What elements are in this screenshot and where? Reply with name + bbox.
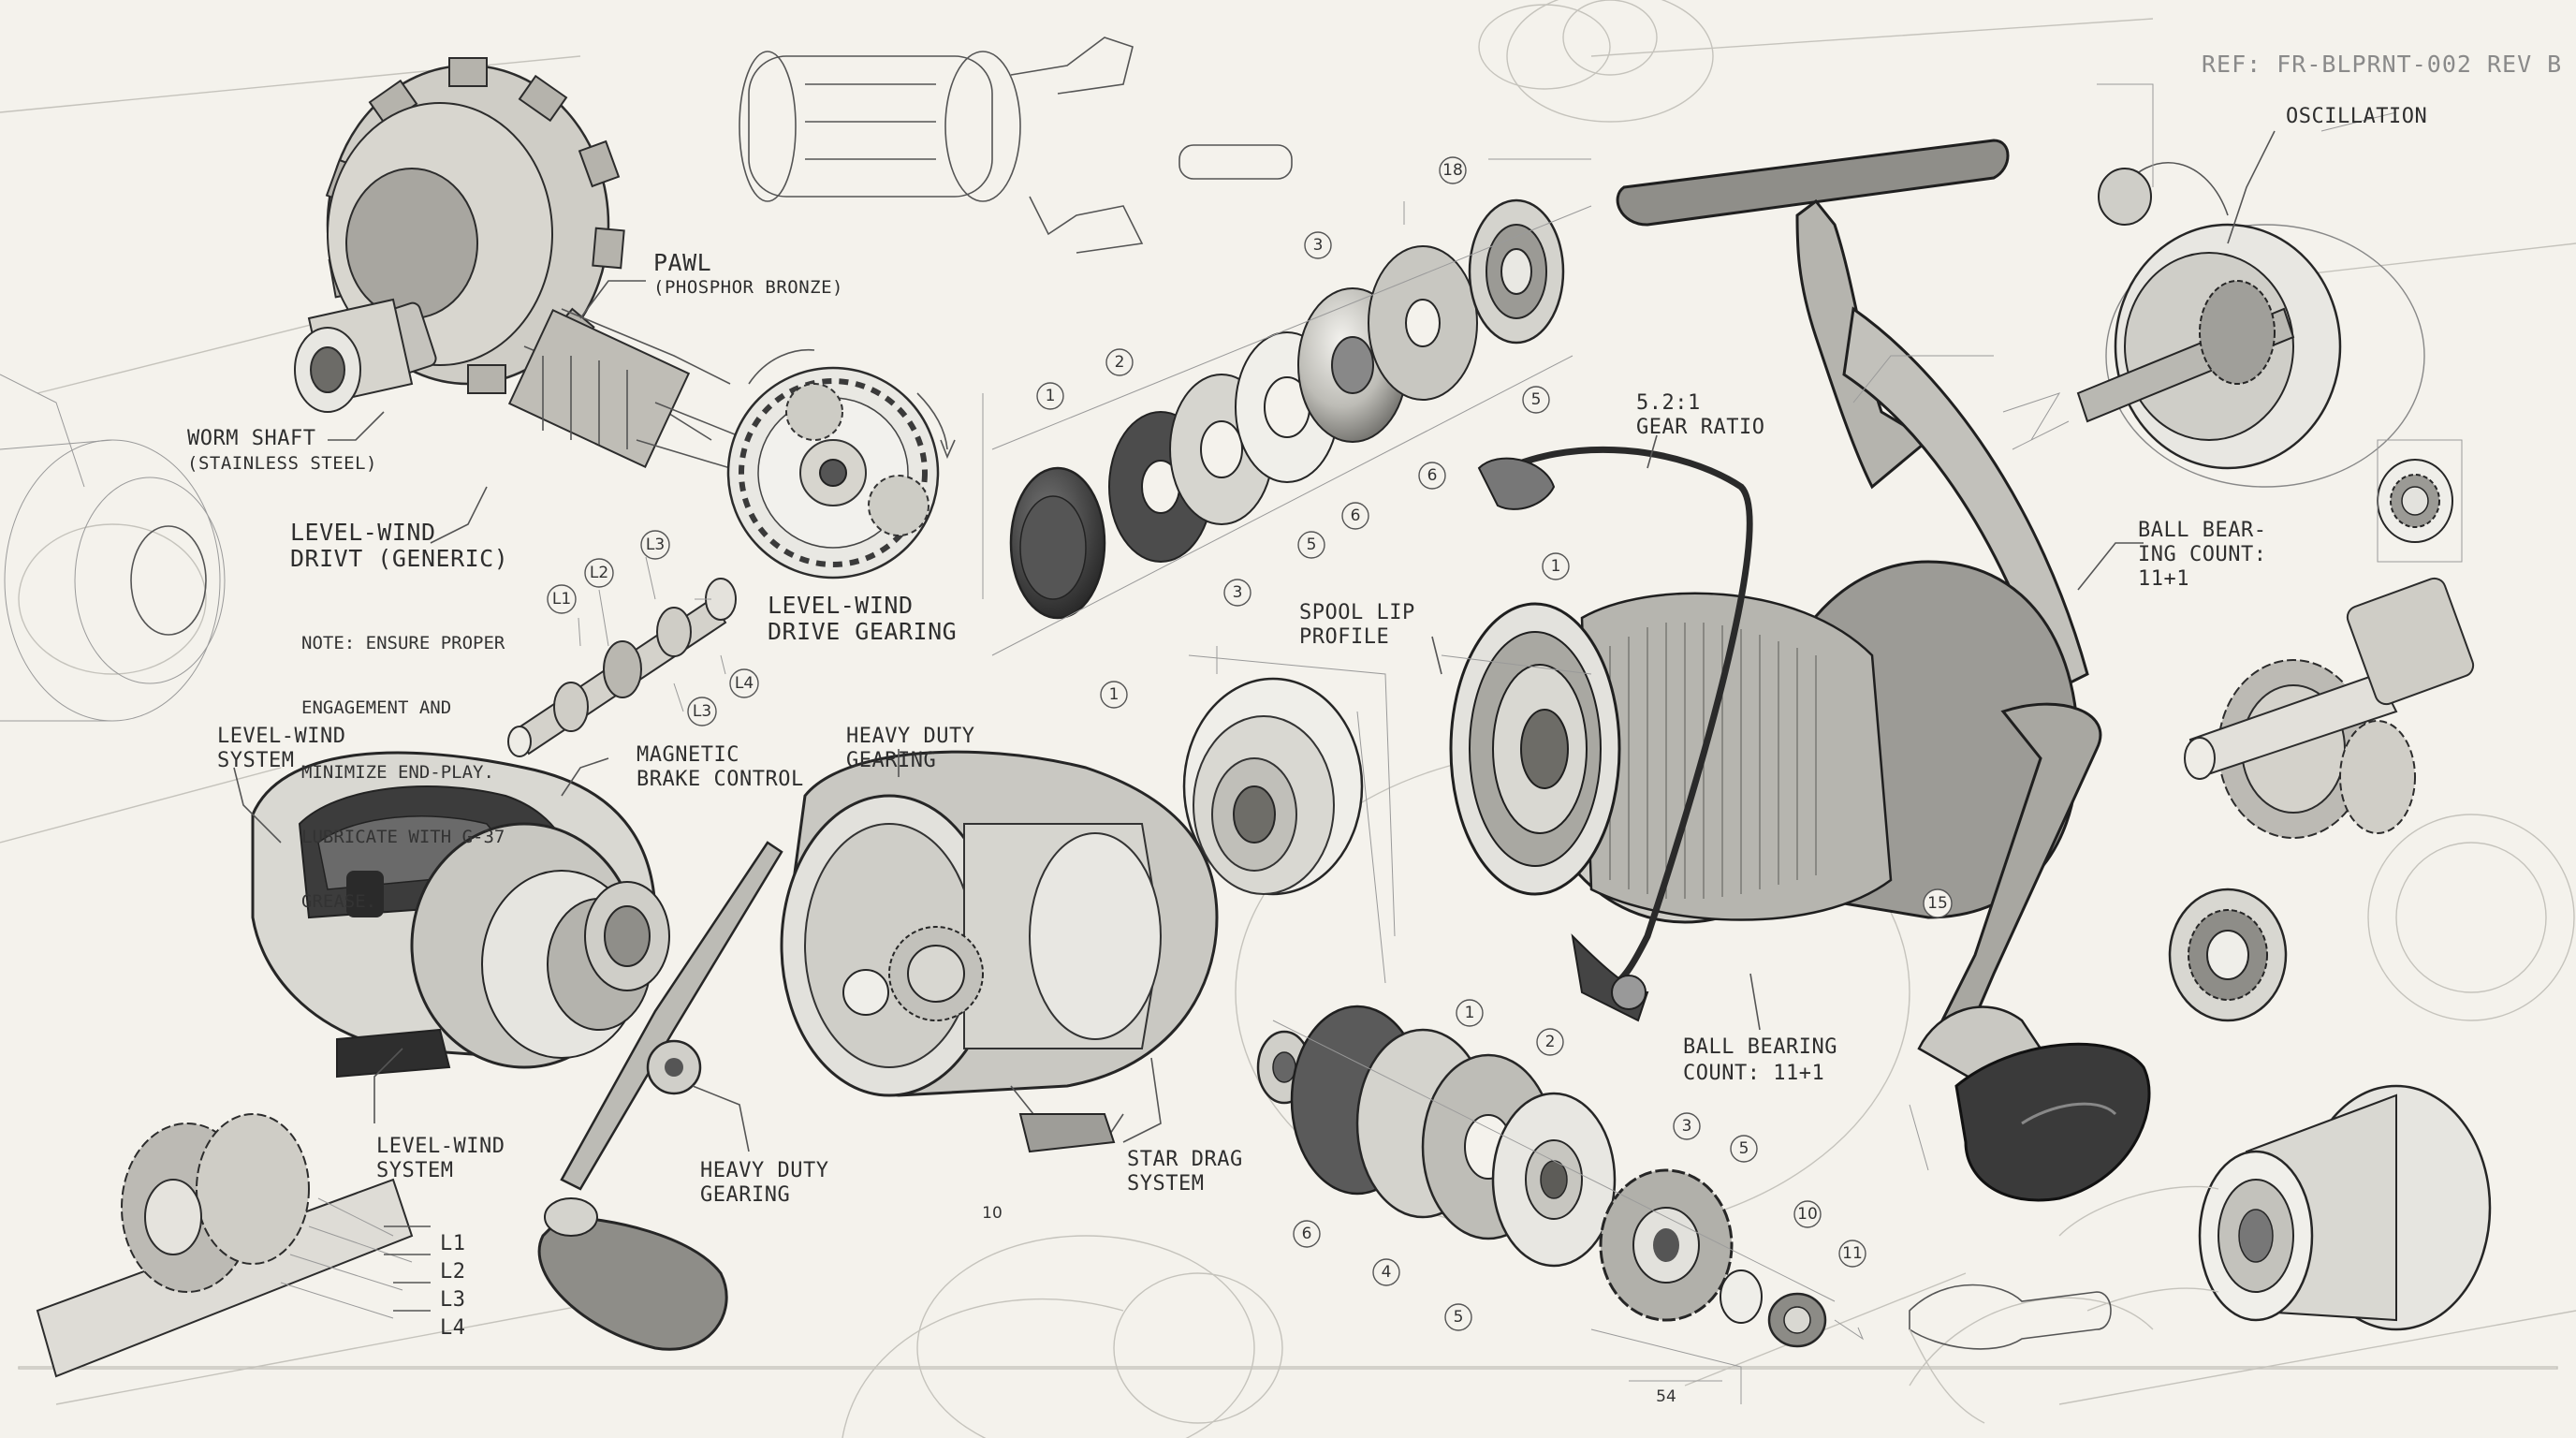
reference-code: REF: FR-BLPRNT-002 REV B xyxy=(2202,51,2563,78)
faint-spool-top xyxy=(1478,0,1658,90)
label-star-drag-line1: STAR DRAG xyxy=(1127,1148,1243,1171)
label-spool-lip-line1: SPOOL LIP xyxy=(1299,601,1415,624)
spinning-reel xyxy=(1100,139,2151,1202)
callout-numbers: L1 L2 L3 L3 L4 1 2 3 18 5 6 6 5 3 1 1 15… xyxy=(552,161,1948,1406)
label-ball-bearing-bottom-line1: BALL BEARING xyxy=(1683,1035,1837,1059)
label-worm-shaft-material: (STAINLESS STEEL) xyxy=(187,453,377,474)
callout-bot-11: 11 xyxy=(1842,1244,1863,1263)
callout-bot-3: 3 xyxy=(1682,1117,1692,1136)
label-ball-bearing-right-line3: 11+1 xyxy=(2138,567,2189,591)
oscillation-assembly xyxy=(2002,83,2425,488)
note-line-1: NOTE: ENSURE PROPER xyxy=(301,633,505,653)
label-magnetic-brake-line2: BRAKE CONTROL xyxy=(637,768,804,791)
label-level-wind-system-top-line1: LEVEL-WIND xyxy=(217,725,346,748)
shaft-callouts xyxy=(547,530,759,726)
callout-l1: L1 xyxy=(552,590,571,609)
callout-top-6a: 6 xyxy=(1427,466,1438,485)
faint-spool-left xyxy=(0,374,226,722)
label-level-wind-system-bottom-line1: LEVEL-WIND xyxy=(376,1135,505,1158)
callout-mid-1: 1 xyxy=(1109,685,1120,704)
label-heavy-duty-bottom-line1: HEAVY DUTY xyxy=(700,1159,829,1182)
label-level-wind-drive-line2: DRIVT (GENERIC) xyxy=(290,545,509,572)
callout-bot-4: 4 xyxy=(1382,1263,1392,1282)
label-ball-bearing-right-line2: ING COUNT: xyxy=(2138,543,2267,566)
assembly-note: NOTE: ENSURE PROPER ENGAGEMENT AND MINIM… xyxy=(301,590,505,934)
callout-top-6b: 6 xyxy=(1351,506,1361,525)
top-washer-stack xyxy=(982,156,1592,656)
label-level-wind-system-top-line2: SYSTEM xyxy=(217,749,295,772)
callout-bot-6: 6 xyxy=(1302,1225,1312,1243)
label-level-wind-system-bottom-line2: SYSTEM xyxy=(376,1159,454,1182)
callout-l3b: L3 xyxy=(693,702,711,721)
small-shaft xyxy=(507,530,759,757)
heavy-duty-drum xyxy=(780,750,1219,1153)
label-worm-shaft: WORM SHAFT xyxy=(187,427,316,450)
callout-bot-1: 1 xyxy=(1465,1004,1475,1022)
right-bearing-small xyxy=(2377,439,2463,563)
callout-top-2: 2 xyxy=(1115,353,1125,372)
label-ball-bearing-right-line1: BALL BEAR- xyxy=(2138,519,2267,542)
callout-top-1: 1 xyxy=(1046,387,1056,405)
note-line-4: LUBRICATE WITH G-37 xyxy=(301,827,505,847)
callout-top-3: 3 xyxy=(1313,236,1324,255)
leader-lines xyxy=(233,130,2276,1312)
callout-top-5b: 5 xyxy=(1307,536,1317,554)
callout-bot-5a: 5 xyxy=(1739,1139,1749,1158)
callout-l3a: L3 xyxy=(646,536,665,554)
label-heavy-duty-top-line2: GEARING xyxy=(846,749,937,772)
right-bearing xyxy=(2168,888,2288,1022)
callout-bot-2: 2 xyxy=(1545,1033,1556,1051)
label-level-wind-drive-line1: LEVEL-WIND xyxy=(290,519,436,546)
label-gear-ratio-line2: GEAR RATIO xyxy=(1636,416,1765,439)
label-star-drag-line2: SYSTEM xyxy=(1127,1172,1205,1196)
callout-top-3b: 3 xyxy=(1233,583,1243,602)
label-level-wind-gearing-line1: LEVEL-WIND xyxy=(768,592,914,619)
label-heavy-duty-top-line1: HEAVY DUTY xyxy=(846,725,975,748)
legend-l2: L2 xyxy=(440,1260,466,1284)
bottom-stack-callouts xyxy=(1293,999,1866,1331)
dimension-54: 54 xyxy=(1656,1387,1676,1406)
note-line-5: GREASE. xyxy=(301,891,377,912)
label-heavy-duty-bottom-line2: GEARING xyxy=(700,1183,791,1207)
label-oscillation: OSCILLATION xyxy=(2286,105,2428,128)
callout-reel-1: 1 xyxy=(1551,557,1561,576)
baitcaster-body xyxy=(251,751,783,1351)
note-line-3: MINIMIZE END-PLAY. xyxy=(301,762,494,783)
callout-bot-10: 10 xyxy=(1797,1205,1818,1224)
level-wind-drive-gearing xyxy=(726,348,956,580)
label-level-wind-gearing-line2: DRIVE GEARING xyxy=(768,618,958,645)
baitcaster-sketch-top xyxy=(739,37,1293,254)
label-pawl: PAWL xyxy=(653,249,712,276)
legend-l4: L4 xyxy=(440,1316,466,1340)
callout-bot-5b: 5 xyxy=(1454,1308,1464,1327)
callout-reel-15: 15 xyxy=(1927,894,1948,913)
reel-callouts xyxy=(1100,552,1953,918)
worm-shaft-gear xyxy=(294,57,751,469)
legend-l1: L1 xyxy=(440,1232,466,1255)
label-spool-lip-line2: PROFILE xyxy=(1299,625,1390,649)
label-ball-bearing-bottom-line2: COUNT: 11+1 xyxy=(1683,1062,1825,1085)
bottom-handle-sketch xyxy=(1909,1284,2112,1424)
callout-top-18: 18 xyxy=(1442,161,1463,180)
label-gear-ratio-line1: 5.2:1 xyxy=(1636,391,1701,415)
callout-top-5a: 5 xyxy=(1531,390,1542,409)
center-disc xyxy=(1182,646,1396,984)
callout-l2: L2 xyxy=(590,564,608,582)
label-pawl-material: (PHOSPHOR BRONZE) xyxy=(653,277,843,298)
callout-l4: L4 xyxy=(735,674,754,693)
bottom-left-gear xyxy=(36,1113,414,1378)
label-magnetic-brake-line1: MAGNETIC xyxy=(637,743,739,767)
bottom-drag-stack xyxy=(1256,999,1866,1404)
right-spool xyxy=(2058,1084,2492,1331)
dimension-10: 10 xyxy=(982,1204,1003,1223)
right-gear xyxy=(2184,577,2475,839)
legend-l3: L3 xyxy=(440,1288,466,1312)
top-stack-callouts xyxy=(1036,156,1550,607)
note-line-2: ENGAGEMENT AND xyxy=(301,697,452,718)
